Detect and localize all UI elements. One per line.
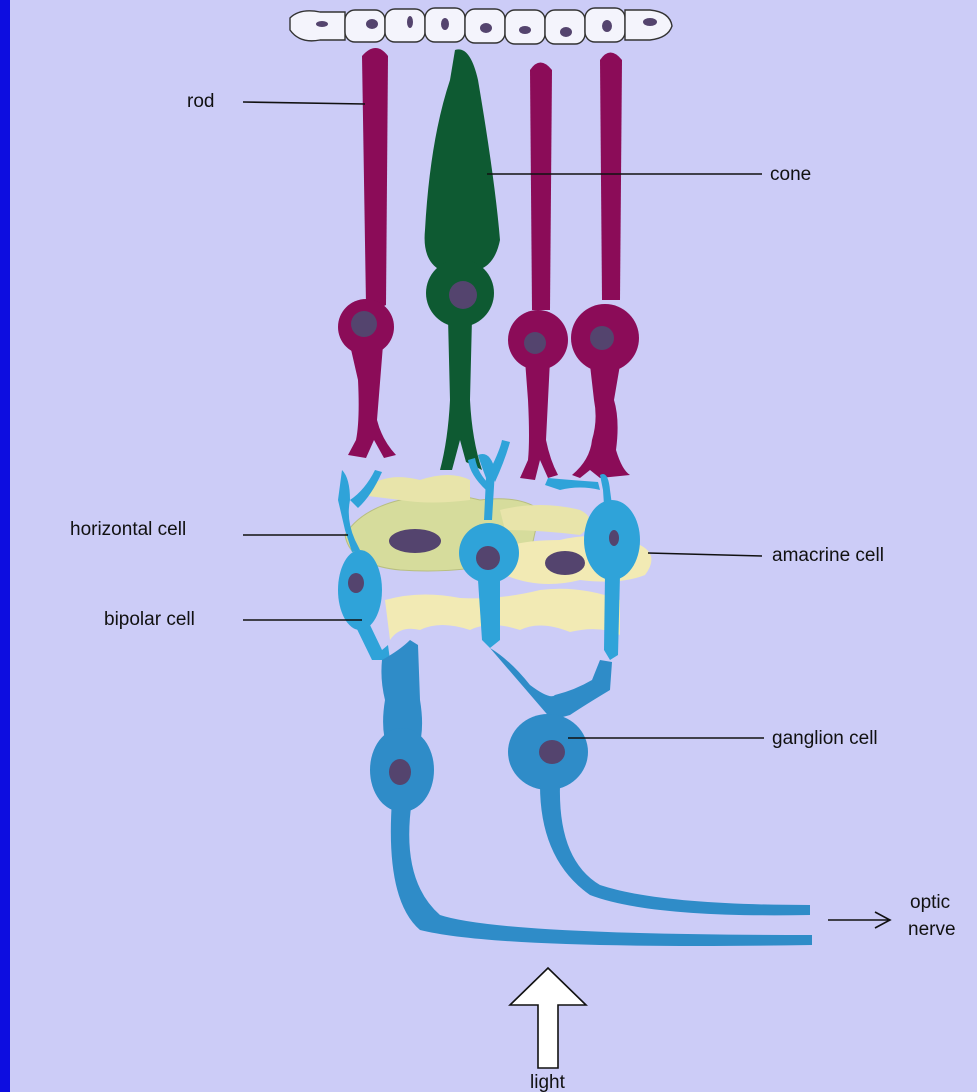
rod-1-nucleus bbox=[351, 311, 377, 337]
ganglion-right-nucleus bbox=[539, 740, 565, 764]
rod-cell-1 bbox=[338, 48, 396, 458]
rod-cell-3 bbox=[571, 53, 639, 479]
bipolar-right-nucleus bbox=[609, 530, 619, 546]
light-arrow bbox=[510, 968, 586, 1068]
amacrine-cell-nucleus bbox=[545, 551, 585, 575]
label-nerve: nerve bbox=[908, 919, 956, 940]
label-amacrine-cell: amacrine cell bbox=[772, 545, 884, 566]
amacrine-cell-leader bbox=[648, 553, 762, 556]
rod-cell-2 bbox=[508, 63, 568, 481]
bipolar-middle-nucleus bbox=[476, 546, 500, 570]
rod-leader bbox=[243, 102, 365, 104]
cone-nucleus bbox=[449, 281, 477, 309]
cone-cell bbox=[425, 49, 500, 470]
optic-nerve-arrow bbox=[828, 912, 890, 928]
label-ganglion-cell: ganglion cell bbox=[772, 728, 878, 749]
label-horizontal-cell: horizontal cell bbox=[70, 519, 186, 540]
ganglion-left-nucleus bbox=[389, 759, 411, 785]
ganglion-cells bbox=[370, 640, 812, 946]
label-rod: rod bbox=[187, 91, 214, 112]
diagram-canvas: rod cone horizontal cell amacrine cell b… bbox=[10, 0, 977, 1092]
label-bipolar-cell: bipolar cell bbox=[104, 609, 195, 630]
rod-2-nucleus bbox=[524, 332, 546, 354]
label-optic: optic bbox=[910, 892, 950, 913]
label-light: light bbox=[530, 1072, 566, 1092]
label-cone: cone bbox=[770, 164, 811, 185]
horizontal-cell-nucleus bbox=[389, 529, 441, 553]
rod-3-nucleus bbox=[590, 326, 614, 350]
retina-diagram: rod cone horizontal cell amacrine cell b… bbox=[10, 0, 977, 1092]
bipolar-left-nucleus bbox=[348, 573, 364, 593]
